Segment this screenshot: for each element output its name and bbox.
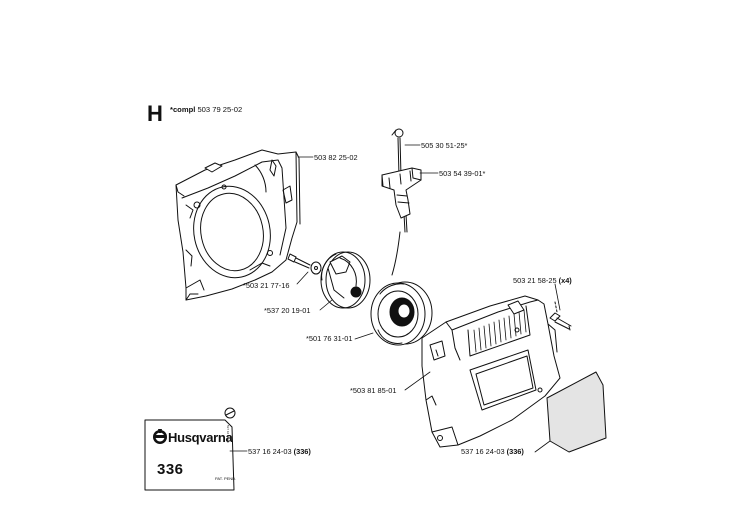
part-number: 505 30 51-25* bbox=[421, 141, 468, 150]
decal-brand: Husqvarna bbox=[168, 430, 233, 445]
starter-handle-drawing bbox=[381, 167, 422, 219]
decal-code: PAT. PEND. bbox=[215, 476, 237, 481]
part-label-starter-rope: 505 30 51-25* bbox=[421, 141, 467, 150]
starter-spring-drawing bbox=[370, 281, 433, 346]
complete-prefix: *compl bbox=[170, 105, 196, 114]
right-decal-drawing bbox=[546, 371, 607, 453]
part-label-starter-spring: *501 76 31-01 bbox=[306, 334, 352, 343]
complete-part-number: 503 79 25-02 bbox=[197, 105, 243, 114]
part-number: 537 16 24-03 bbox=[461, 447, 505, 456]
leader-lines bbox=[229, 144, 561, 453]
part-qty: (336) bbox=[506, 447, 524, 456]
husqvarna-logo-icon bbox=[153, 429, 167, 444]
part-number: *503 21 77-16 bbox=[243, 281, 290, 290]
part-label-decal-right: 537 16 24-03 (336) bbox=[461, 447, 524, 456]
part-label-fan-housing: 503 82 25-02 bbox=[314, 153, 358, 162]
part-label-starter-cover: *503 81 85-01 bbox=[350, 386, 396, 395]
complete-assembly-label: *compl 503 79 25-02 bbox=[170, 105, 242, 114]
part-qty: (x4) bbox=[558, 276, 572, 285]
screw-drawing bbox=[287, 253, 322, 275]
bolt-drawing bbox=[549, 301, 572, 331]
starter-cover-drawing bbox=[421, 295, 561, 448]
part-number: 503 21 58-25 bbox=[513, 276, 557, 285]
part-number: 537 16 24-03 bbox=[248, 447, 292, 456]
part-number: 503 54 39-01* bbox=[439, 169, 486, 178]
part-label-starter-handle: 503 54 39-01* bbox=[439, 169, 485, 178]
fan-housing-drawing bbox=[175, 149, 301, 301]
section-letter: H bbox=[147, 101, 163, 126]
decal-model: 336 bbox=[157, 461, 184, 478]
part-number: *537 20 19-01 bbox=[264, 306, 311, 315]
part-number: *501 76 31-01 bbox=[306, 334, 353, 343]
part-number: 503 82 25-02 bbox=[314, 153, 358, 162]
part-label-pulley: *537 20 19-01 bbox=[264, 306, 310, 315]
part-label-screw: *503 21 77-16 bbox=[243, 281, 289, 290]
part-qty: (336) bbox=[293, 447, 311, 456]
decal-vertical-code: 537 16 24-03 bbox=[226, 425, 230, 443]
part-label-bolt: 503 21 58-25 (x4) bbox=[513, 276, 572, 285]
part-number: *503 81 85-01 bbox=[350, 386, 397, 395]
pulley-drawing bbox=[320, 251, 371, 309]
left-decal-drawing bbox=[144, 407, 236, 491]
part-label-decal-left: 537 16 24-03 (336) bbox=[248, 447, 311, 456]
